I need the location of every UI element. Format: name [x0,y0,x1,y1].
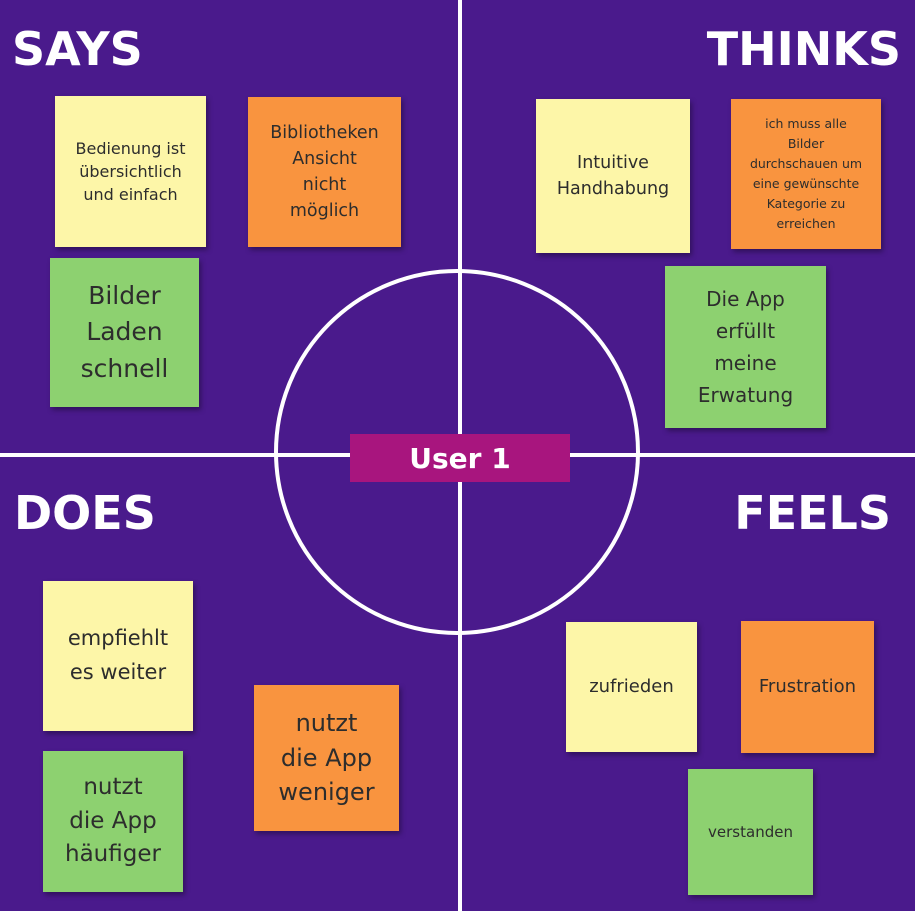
sticky-note-text: Bedienung ist übersichtlich und einfach [75,138,186,205]
sticky-note[interactable]: Frustration [741,621,874,753]
quadrant-title-thinks: THINKS [706,22,901,76]
sticky-note-text: nutzt die App häufiger [65,774,161,868]
quadrant-title-does: DOES [14,486,156,540]
sticky-note[interactable]: ich muss alle Bilder durchschauen um ein… [731,99,881,249]
sticky-note[interactable]: zufrieden [566,622,697,752]
sticky-note[interactable]: Bedienung ist übersichtlich und einfach [55,96,206,247]
sticky-note[interactable]: Intuitive Handhabung [536,99,690,253]
sticky-note[interactable]: Bilder Laden schnell [50,258,199,407]
sticky-note[interactable]: Die App erfüllt meine Erwatung [665,266,826,428]
sticky-note-text: Frustration [758,676,857,698]
sticky-note[interactable]: empfiehlt es weiter [43,581,193,731]
sticky-note-text: nutzt die App weniger [278,708,375,807]
center-circle [274,269,640,635]
sticky-note[interactable]: nutzt die App weniger [254,685,399,831]
sticky-note-text: empfiehlt es weiter [67,626,169,684]
quadrant-title-feels: FEELS [734,486,891,540]
sticky-note-text: ich muss alle Bilder durchschauen um ein… [749,116,863,231]
center-label: User 1 [350,434,570,482]
sticky-note-text: Intuitive Handhabung [556,152,670,199]
sticky-note-text: Die App erfüllt meine Erwatung [697,287,794,407]
sticky-note[interactable]: Bibliotheken Ansicht nicht möglich [248,97,401,247]
quadrant-title-says: SAYS [12,22,143,76]
sticky-note-text: Bibliotheken Ansicht nicht möglich [270,122,379,222]
sticky-note[interactable]: verstanden [688,769,813,895]
sticky-note-text: zufrieden [589,676,674,698]
sticky-note-text: Bilder Laden schnell [80,281,169,383]
sticky-note[interactable]: nutzt die App häufiger [43,751,183,892]
sticky-note-text: verstanden [708,822,793,841]
